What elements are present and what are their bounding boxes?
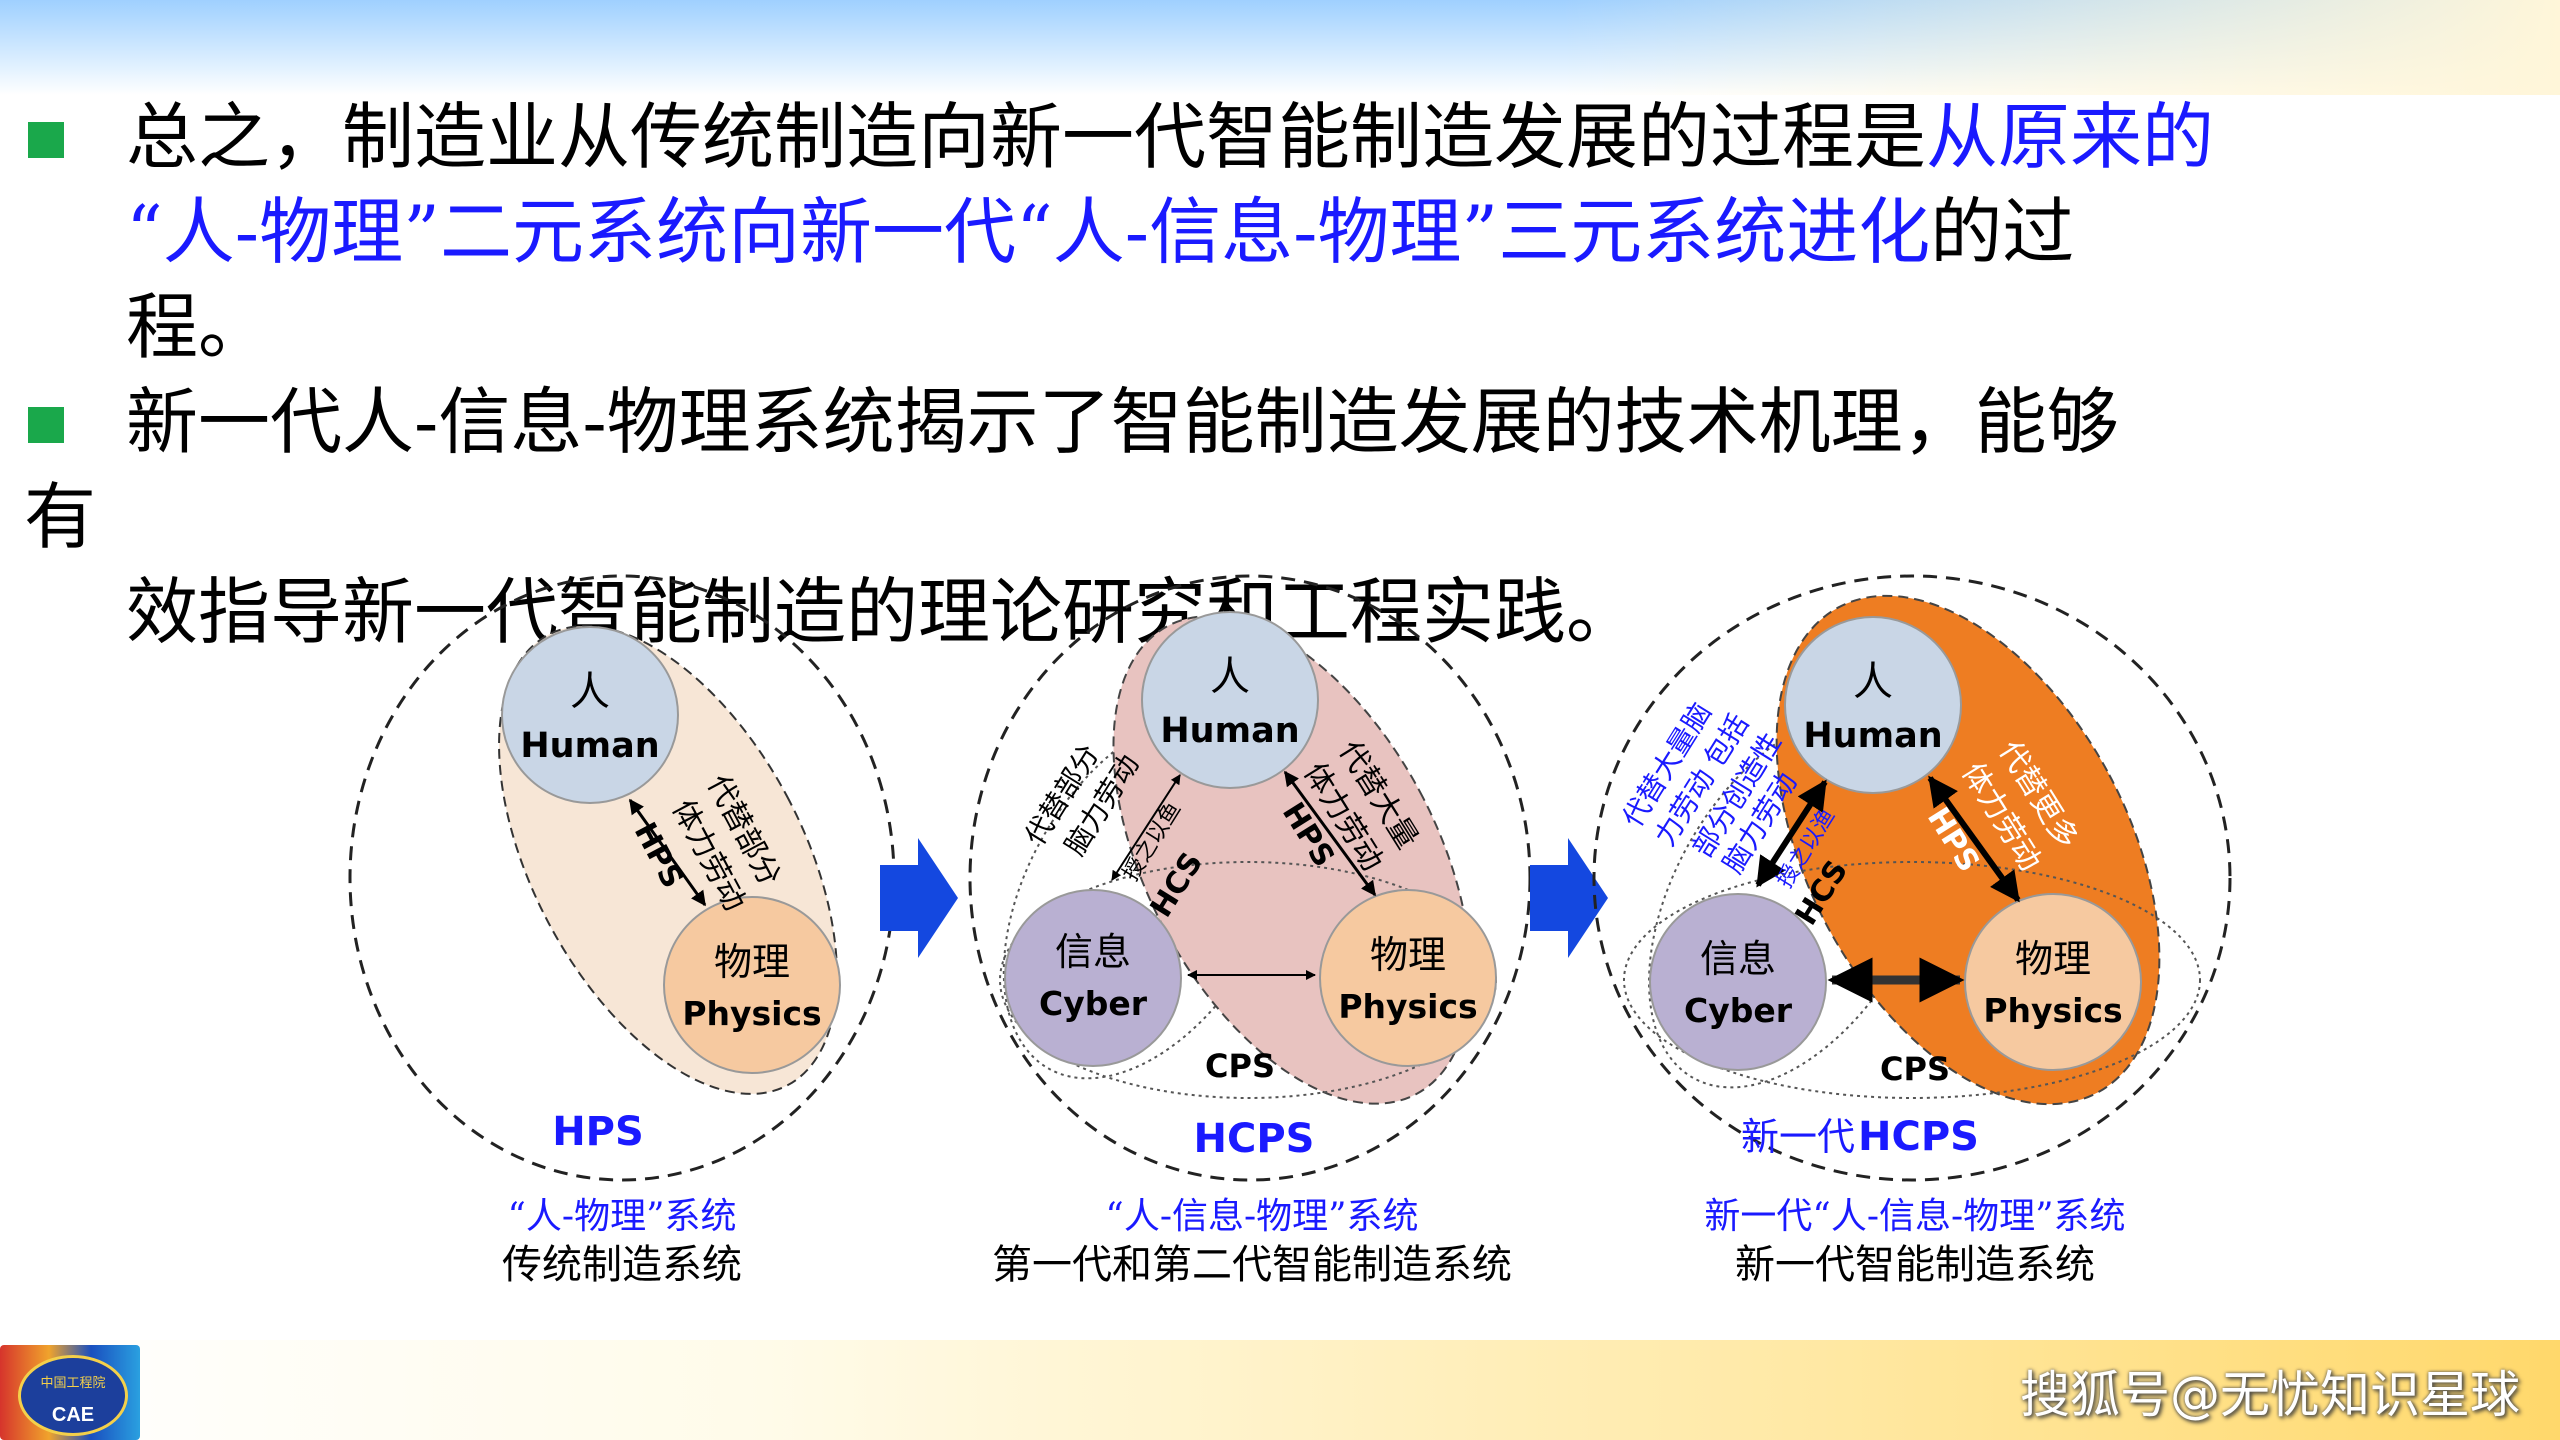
hps-link-arrow <box>628 798 707 907</box>
physics-label-en: Physics <box>1338 987 1477 1026</box>
cae-logo-emblem: 中国工程院 CAE <box>18 1355 128 1436</box>
hps-system-diagram: 人 Human 物理 Physics HPS 代替部分 体力劳动 HPS “人-… <box>348 574 896 1288</box>
footer-gradient-band <box>0 1340 2560 1440</box>
transition-arrow-2 <box>1530 838 1608 958</box>
human-node <box>1141 611 1319 789</box>
human-node <box>1784 616 1962 794</box>
physics-label-cn: 物理 <box>714 940 790 984</box>
physics-label-cn: 物理 <box>1370 933 1446 977</box>
human-label-en: Human <box>1160 711 1299 751</box>
cyber-label-en: Cyber <box>1684 991 1793 1030</box>
bullet-1-line-1-black: 总之，制造业从传统制造向新一代智能制造发展的过程是 <box>126 95 1927 179</box>
bullet-1-line-2-black: 的过 <box>1930 190 2075 274</box>
bullet-2-line-2: 有 <box>24 475 97 559</box>
bullet-square-icon <box>28 122 64 158</box>
bullet-2-line-1: 新一代人-信息-物理系统揭示了智能制造发展的技术机理，能够 <box>126 380 2119 464</box>
bullet-2-line-3: 效指导新一代智能制造的理论研究和工程实践。 <box>126 570 1639 654</box>
human-label-cn: 人 <box>1210 654 1250 700</box>
hcps-caption-blue: “人-信息-物理”系统 <box>1105 1196 1418 1237</box>
hps-link-arrow <box>1283 770 1377 897</box>
hps-system-name: HPS <box>552 1109 644 1155</box>
human-label-cn: 人 <box>1853 659 1893 705</box>
cyber-label-en: Cyber <box>1039 984 1148 1023</box>
cps-tag: CPS <box>1880 1050 1950 1088</box>
cyber-node <box>1649 893 1827 1071</box>
transition-arrow-1 <box>880 838 958 958</box>
system-evolution-diagram: 人 Human 物理 Physics HPS 代替部分 体力劳动 HPS “人-… <box>348 574 2232 1288</box>
physics-label-cn: 物理 <box>2015 937 2091 981</box>
hps-caption-blue: “人-物理”系统 <box>508 1196 737 1237</box>
cyber-node <box>1004 889 1182 1067</box>
header-gradient-highlight <box>1560 0 2560 95</box>
bullet-item-1: 总之，制造业从传统制造向新一代智能制造发展的过程是从原来的 “人-物理”二元系统… <box>28 90 2528 375</box>
new-caption-black: 新一代智能制造系统 <box>1735 1242 2095 1288</box>
bullet-1-line-3: 程。 <box>126 285 271 369</box>
new-hcps-system-diagram: 人 Human 信息 Cyber 物理 Physics HPS HCS CPS … <box>1592 574 2232 1288</box>
physics-label-en: Physics <box>1983 991 2122 1030</box>
hcps-system-diagram: 人 Human 信息 Cyber 物理 Physics HPS HCS CPS … <box>968 574 1532 1288</box>
new-cps-blob <box>1623 861 2201 1099</box>
physics-node <box>1964 893 2142 1071</box>
new-hcps-outer-boundary <box>1592 574 2232 1182</box>
bullet-1-line-1-blue: 从原来的 <box>1926 95 2215 179</box>
cyber-label-cn: 信息 <box>1055 930 1131 974</box>
human-label-en: Human <box>1803 716 1942 756</box>
bullet-square-icon <box>28 407 64 443</box>
cae-logo-small-text: 中国工程院 <box>40 1376 106 1391</box>
watermark-text: 搜狐号@无忧知识星球 <box>2020 1366 2520 1424</box>
hcs-link-arrow <box>1111 774 1181 881</box>
hcps-system-name: HCPS <box>1194 1116 1315 1162</box>
cae-logo-text: CAE <box>51 1404 95 1426</box>
bullet-list: 总之，制造业从传统制造向新一代智能制造发展的过程是从原来的 “人-物理”二元系统… <box>24 90 2528 660</box>
hps-caption-black: 传统制造系统 <box>502 1242 742 1288</box>
physics-node <box>663 896 841 1074</box>
bullet-item-2: 新一代人-信息-物理系统揭示了智能制造发展的技术机理，能够 <box>28 375 2528 470</box>
bullet-1-line-2-blue: “人-物理”二元系统向新一代“人-信息-物理”三元系统进化 <box>126 190 1931 274</box>
human-node <box>501 626 679 804</box>
bullet-1-text: 总之，制造业从传统制造向新一代智能制造发展的过程是从原来的 “人-物理”二元系统… <box>126 90 2214 375</box>
hps-link-arrow <box>1927 775 2021 903</box>
new-system-prefix: 新一代 <box>1741 1115 1855 1159</box>
cyber-label-cn: 信息 <box>1700 937 1776 981</box>
new-caption-blue: 新一代“人-信息-物理”系统 <box>1704 1196 2125 1237</box>
human-label-en: Human <box>520 726 659 766</box>
physics-node <box>1319 889 1497 1067</box>
human-label-cn: 人 <box>570 669 610 715</box>
hcps-caption-black: 第一代和第二代智能制造系统 <box>992 1242 1512 1288</box>
cps-tag: CPS <box>1205 1047 1275 1085</box>
hcs-link-arrow <box>1755 779 1828 888</box>
new-system-name: HCPS <box>1858 1114 1979 1160</box>
cae-logo: 中国工程院 CAE <box>0 1345 140 1440</box>
physics-label-en: Physics <box>682 994 821 1033</box>
